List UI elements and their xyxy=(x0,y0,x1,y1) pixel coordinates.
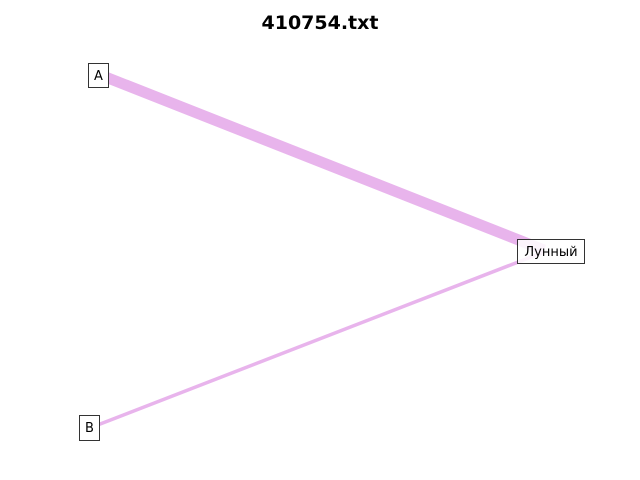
diagram-title: 410754.txt xyxy=(261,12,379,34)
node-lunny-label: Лунный xyxy=(524,245,577,260)
edge-b-to-lunny xyxy=(94,250,545,428)
node-b-box xyxy=(79,415,100,441)
edge-a-to-lunny xyxy=(100,70,547,256)
node-lunny-box xyxy=(517,239,585,264)
node-a-label: A xyxy=(94,69,103,84)
node-b: B xyxy=(79,415,100,441)
node-a-box xyxy=(88,63,109,88)
node-b-label: B xyxy=(85,421,94,436)
node-a: A xyxy=(88,63,109,88)
node-lunny: Лунный xyxy=(517,239,585,264)
